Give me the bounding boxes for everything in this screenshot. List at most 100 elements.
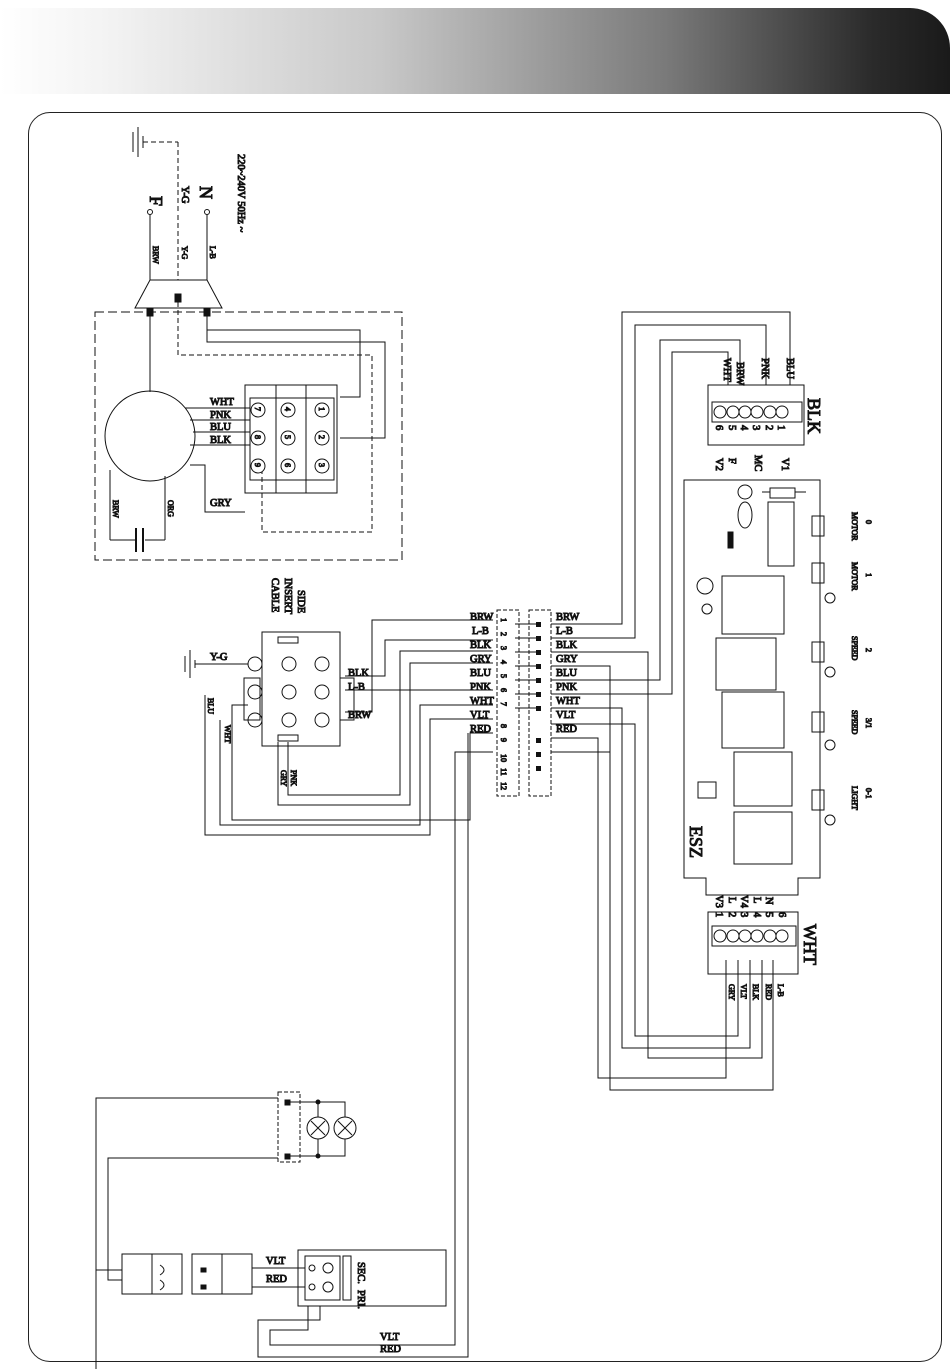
tl-num-3: 3 (499, 646, 508, 650)
wht-pin-1: 1 (713, 912, 724, 917)
wht-pin-5: 5 (763, 912, 774, 917)
wht-pin-4: 4 (751, 912, 762, 918)
btn-4-name: LIGHT (850, 786, 859, 810)
wht-signal-l1: L (726, 897, 737, 903)
tl-label-brw: BRW (470, 612, 493, 623)
lamp-pin-2 (284, 1153, 291, 1160)
blk-pin-2: 2 (763, 425, 774, 430)
motor-wire-blu: BLU (210, 422, 231, 433)
transformer-sec: SEC. (355, 1262, 366, 1284)
board-led (737, 484, 753, 500)
tl-label-red: RED (470, 724, 491, 735)
wht-wire-vlt: VLT (739, 984, 748, 999)
supply-yg-label: Y-G (180, 246, 189, 260)
button-light[interactable] (811, 789, 825, 811)
tl-num-9: 9 (499, 738, 508, 742)
tr-label-red: RED (556, 724, 577, 735)
btn-2-led (824, 666, 836, 678)
wht-wire-lb: L-B (776, 984, 785, 997)
tr-label-vlt: VLT (556, 710, 576, 721)
motor-pin-2: 2 (317, 435, 326, 439)
button-speed-3[interactable] (811, 711, 825, 733)
tl-label-blk: BLK (470, 640, 491, 651)
side-blk-label: BLK (348, 668, 369, 679)
plug-pin-yg (174, 293, 182, 303)
tl-label-gry: GRY (470, 654, 492, 665)
tl-num-11: 11 (499, 768, 508, 776)
blk-signal-mc: MC (752, 455, 763, 471)
blk-pin-6: 6 (713, 425, 724, 430)
btn-3-name: SPEED (850, 710, 859, 735)
neutral-label: N (196, 186, 216, 199)
btn-3-led (824, 739, 836, 751)
phase-label: F (146, 196, 166, 206)
blk-signal-v1: V1 (779, 458, 790, 471)
tl-label-wht: WHT (470, 696, 494, 707)
motor-pin-3: 3 (317, 463, 326, 467)
btn-0-num: 0 (864, 520, 873, 524)
btn-2-num: 2 (864, 648, 873, 652)
motor-pin-5: 5 (283, 435, 292, 439)
button-motor-1[interactable] (811, 562, 825, 584)
board-name: ESZ (686, 826, 706, 858)
side-lb-label: L-B (348, 682, 365, 693)
tl-num-7: 7 (499, 702, 508, 706)
tr-label-blu: BLU (556, 668, 577, 679)
side-cable-title-3: CABLE (269, 578, 280, 612)
wht-pin-2: 2 (726, 912, 737, 917)
tr-label-pnk: PNK (556, 682, 577, 693)
blk-wire-brw: BRW (734, 362, 745, 385)
wht-pin-6: 6 (776, 912, 787, 917)
btn-4-led (824, 814, 836, 826)
motor (104, 390, 196, 482)
tr-label-gry: GRY (556, 654, 578, 665)
esz-board (683, 479, 821, 896)
blk-signal-f: F (726, 458, 737, 464)
blk-pin-5: 5 (726, 425, 737, 430)
terminal-block (496, 609, 552, 797)
tl-label-lb: L-B (472, 626, 489, 637)
tr-label-brw: BRW (556, 612, 579, 623)
side-wht-label: WHT (223, 725, 232, 743)
diagram-frame (28, 112, 942, 1362)
motor-pin-7: 7 (253, 407, 262, 411)
tr-label-blk: BLK (556, 640, 577, 651)
tl-num-12: 12 (499, 782, 508, 790)
side-earth-symbol (184, 650, 248, 678)
tl-num-10: 10 (499, 754, 508, 762)
lamp-connector (277, 1091, 301, 1163)
wht-wire-blk: BLK (751, 984, 760, 1000)
wht-wire-red: RED (764, 984, 773, 1000)
side-earth-label: Y-G (210, 652, 228, 663)
button-motor-0[interactable] (811, 515, 825, 537)
btn-3-num: 3/1 (864, 718, 873, 728)
tl-num-8: 8 (499, 724, 508, 728)
motor-pin-9: 9 (253, 463, 262, 467)
tl-num-2: 2 (499, 632, 508, 636)
wht-connector-title: WHT (800, 924, 820, 965)
tl-label-vlt: VLT (470, 710, 490, 721)
neutral-terminal (204, 209, 210, 215)
blk-connector-title: BLK (804, 398, 824, 434)
tl-label-blu: BLU (470, 668, 491, 679)
plug-vlt-label: VLT (266, 1256, 286, 1267)
button-speed-2[interactable] (811, 641, 825, 663)
btn-1-num: 1 (864, 573, 873, 577)
side-blu-label: BLU (206, 698, 215, 714)
side-cable-title-1: SIDE (295, 590, 306, 613)
motor-brw-label: BRW (111, 500, 120, 518)
btn-1-led (824, 592, 836, 604)
side-gry-label: GRY (279, 770, 288, 787)
earth-label: Y-G (179, 186, 190, 204)
blk-wire-wht: WHT (721, 358, 732, 382)
blk-pin-4: 4 (738, 425, 749, 431)
btn-1-name: MOTOR (850, 562, 859, 591)
motor-wire-pnk: PNK (210, 410, 231, 421)
btn-2-name: SPEED (850, 636, 859, 661)
blk-connector (707, 384, 805, 446)
btn-4-num: 0-1 (864, 788, 873, 799)
wht-signal-n: N (763, 897, 774, 905)
terminal-screws (536, 622, 541, 771)
tl-label-pnk: PNK (470, 682, 491, 693)
